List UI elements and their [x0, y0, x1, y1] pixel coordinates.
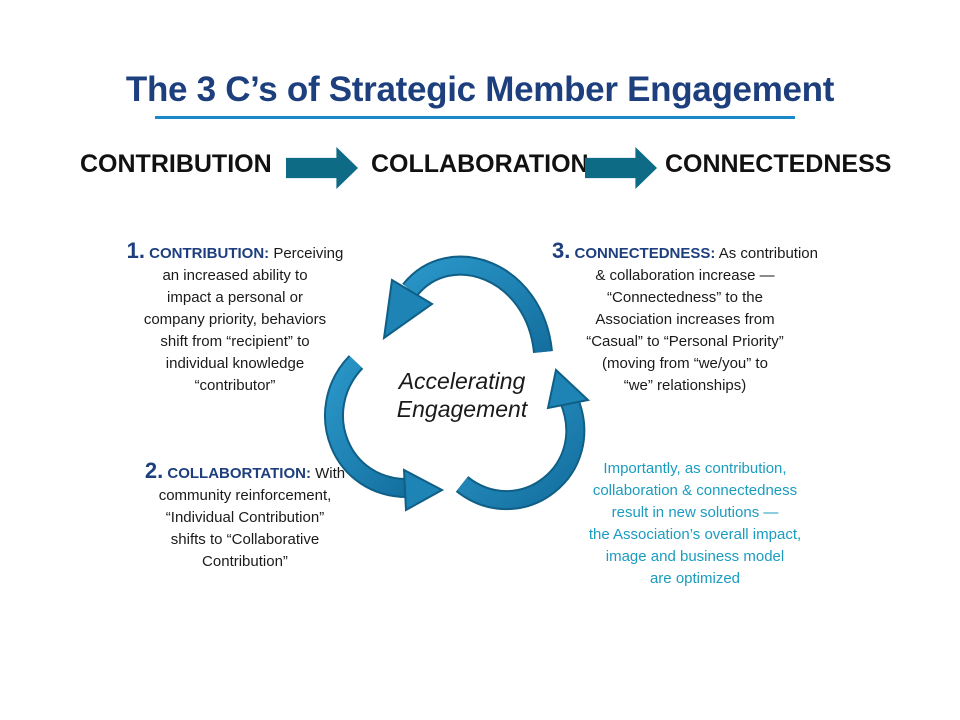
contribution-text-line: impact a personal or — [167, 289, 303, 306]
contribution-number: 1. — [126, 238, 145, 263]
outcome-note: Importantly, as contribution, collaborat… — [565, 458, 825, 590]
contribution-description: 1. CONTRIBUTION: Perceiving an increased… — [110, 240, 360, 397]
note-line: the Association’s overall impact, — [588, 526, 802, 543]
connectedness-text-line: (moving from “we/you” to — [602, 355, 768, 372]
connectedness-heading: CONNECTEDNESS: — [574, 245, 716, 262]
connectedness-text-line: Association increases from — [595, 311, 775, 328]
cycle-arrow-top-icon — [382, 255, 553, 354]
collaboration-text-line: shifts to “Collaborative — [170, 531, 320, 548]
collaboration-heading: COLLABORTATION: — [167, 465, 311, 482]
note-line: collaboration & connectedness — [592, 482, 798, 499]
contribution-text-line: individual knowledge — [165, 355, 305, 372]
collaboration-description: 2. COLLABORTATION: With community reinfo… — [115, 460, 375, 573]
contribution-text-line: “contributor” — [194, 377, 276, 394]
title-underline — [155, 116, 795, 119]
collaboration-text-line: “Individual Contribution” — [165, 509, 325, 526]
collaboration-number: 2. — [144, 458, 164, 483]
connectedness-text-line: “we” relationships) — [623, 377, 747, 394]
connectedness-text-line: “Connectedness” to the — [607, 289, 763, 306]
contribution-text-line: company priority, behaviors — [143, 311, 327, 328]
collaboration-text-line: With — [315, 465, 346, 482]
flow-stage-collaboration: COLLABORATION — [371, 150, 589, 178]
contribution-text-line: shift from “recipient” to — [160, 333, 310, 350]
flow-stage-connectedness: CONNECTEDNESS — [665, 150, 892, 178]
cycle-arrow-right-icon — [455, 368, 591, 511]
collaboration-text-line: Contribution” — [202, 553, 288, 570]
page-title: The 3 C’s of Strategic Member Engagement — [125, 70, 835, 109]
collaboration-text-line: community reinforcement, — [158, 487, 332, 504]
contribution-heading: CONTRIBUTION: — [149, 245, 270, 262]
cycle-label-line: Engagement — [396, 396, 528, 422]
note-line: result in new solutions — — [611, 504, 779, 521]
cycle-arrow-left-icon — [324, 355, 445, 512]
connectedness-text-line: As contribution — [718, 245, 818, 262]
connectedness-number: 3. — [552, 238, 571, 263]
note-line: are optimized — [649, 570, 741, 587]
connectedness-text-line: “Casual” to “Personal Priority” — [586, 333, 784, 350]
contribution-text-line: Perceiving — [273, 245, 344, 262]
connectedness-description: 3. CONNECTEDNESS: As contribution & coll… — [550, 240, 820, 397]
flow-stage-contribution: CONTRIBUTION — [80, 150, 272, 178]
cycle-label-line: Accelerating — [398, 368, 526, 394]
note-line: image and business model — [605, 548, 785, 565]
contribution-text-line: an increased ability to — [162, 267, 308, 284]
note-line: Importantly, as contribution, — [603, 460, 787, 477]
connectedness-text-line: & collaboration increase — — [595, 267, 775, 284]
cycle-center-label: Accelerating Engagement — [372, 367, 552, 423]
